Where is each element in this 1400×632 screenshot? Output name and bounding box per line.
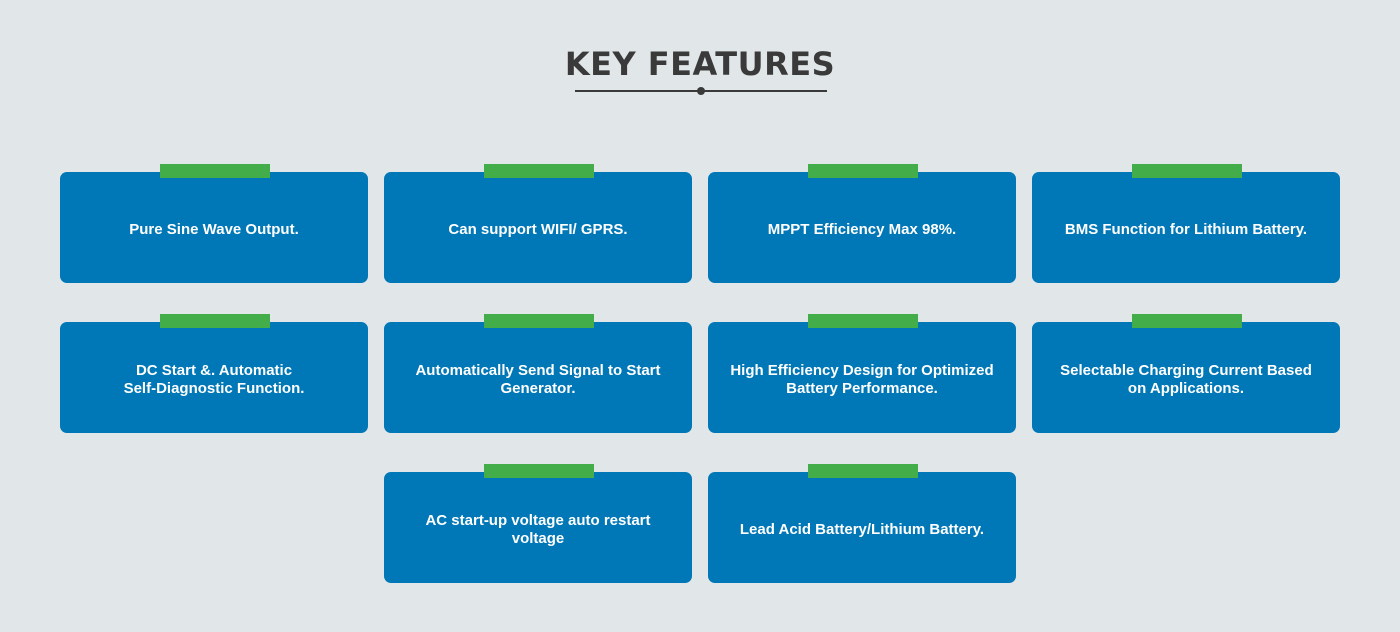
title-underline-dot bbox=[697, 87, 705, 95]
card-accent-tab bbox=[1132, 164, 1242, 178]
feature-text: DC Start &. Automatic Self-Diagnostic Fu… bbox=[123, 361, 305, 397]
feature-text: Lead Acid Battery/Lithium Battery. bbox=[739, 520, 985, 538]
feature-text: Can support WIFI/ GPRS. bbox=[448, 220, 628, 238]
card-accent-tab bbox=[484, 314, 594, 328]
card-accent-tab bbox=[160, 314, 270, 328]
feature-card: Lead Acid Battery/Lithium Battery. bbox=[708, 464, 1016, 583]
feature-card: Selectable Charging Current Based on App… bbox=[1032, 314, 1340, 433]
feature-card: AC start-up voltage auto restart voltage bbox=[384, 464, 692, 583]
feature-text: BMS Function for Lithium Battery. bbox=[1064, 220, 1308, 238]
feature-text: Automatically Send Signal to Start Gener… bbox=[415, 361, 661, 397]
card-accent-tab bbox=[484, 464, 594, 478]
feature-card: MPPT Efficiency Max 98%. bbox=[708, 164, 1016, 283]
feature-card: DC Start &. Automatic Self-Diagnostic Fu… bbox=[60, 314, 368, 433]
feature-text: Selectable Charging Current Based on App… bbox=[1060, 361, 1312, 397]
card-accent-tab bbox=[1132, 314, 1242, 328]
page-title: KEY FEATURES bbox=[564, 45, 836, 83]
feature-card: Can support WIFI/ GPRS. bbox=[384, 164, 692, 283]
feature-text: High Efficiency Design for Optimized Bat… bbox=[730, 361, 994, 397]
title-section: KEY FEATURES bbox=[0, 44, 1400, 84]
feature-card: BMS Function for Lithium Battery. bbox=[1032, 164, 1340, 283]
feature-card: Pure Sine Wave Output. bbox=[60, 164, 368, 283]
feature-text: Pure Sine Wave Output. bbox=[129, 220, 299, 238]
feature-card: High Efficiency Design for Optimized Bat… bbox=[708, 314, 1016, 433]
card-accent-tab bbox=[484, 164, 594, 178]
card-accent-tab bbox=[808, 164, 918, 178]
feature-card: Automatically Send Signal to Start Gener… bbox=[384, 314, 692, 433]
card-accent-tab bbox=[808, 314, 918, 328]
card-accent-tab bbox=[808, 464, 918, 478]
card-accent-tab bbox=[160, 164, 270, 178]
feature-text: AC start-up voltage auto restart voltage bbox=[425, 511, 651, 547]
feature-text: MPPT Efficiency Max 98%. bbox=[767, 220, 957, 238]
